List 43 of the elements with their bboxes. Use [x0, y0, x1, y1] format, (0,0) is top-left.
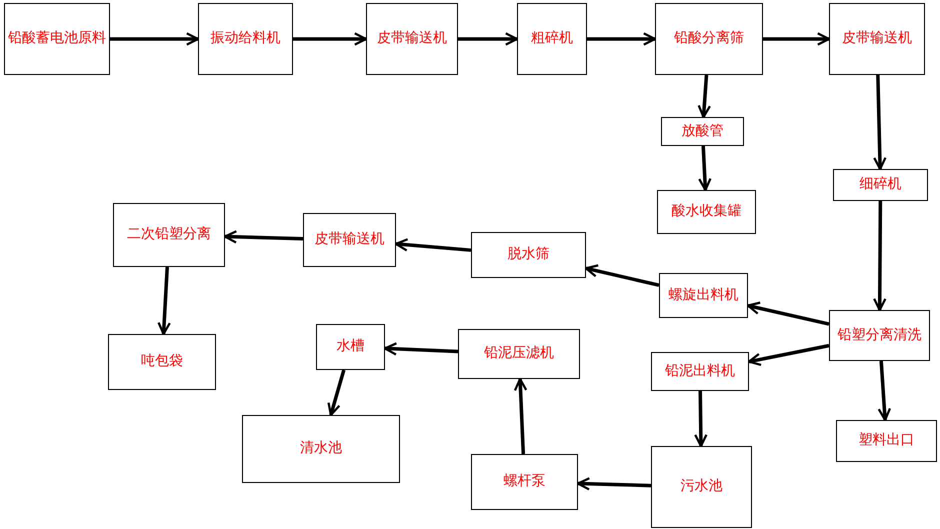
arrow: [458, 32, 518, 46]
process-box: 污水池: [651, 446, 752, 528]
process-box: 塑料出口: [836, 420, 937, 462]
process-box: 铅泥出料机: [651, 352, 749, 391]
process-box: 铅塑分离清洗: [829, 310, 930, 361]
process-box: 铅泥压滤机: [458, 329, 580, 379]
process-box: 清水池: [242, 415, 400, 483]
process-box: 脱水筛: [471, 232, 586, 278]
arrow: [110, 32, 200, 46]
process-box: 水槽: [316, 324, 385, 370]
arrow: [878, 360, 892, 422]
arrow: [584, 264, 660, 287]
arrow: [873, 200, 886, 312]
process-box: 振动给料机: [198, 3, 293, 75]
arrow: [384, 342, 458, 356]
process-box: 皮带输送机: [829, 3, 925, 75]
arrow: [587, 32, 656, 46]
arrow: [748, 344, 830, 366]
process-box: 细碎机: [833, 169, 928, 201]
process-box: 二次铅塑分离: [113, 203, 225, 267]
process-box: 粗碎机: [517, 3, 587, 75]
process-box: 吨包袋: [108, 334, 216, 390]
arrow: [763, 32, 830, 46]
arrow: [394, 238, 472, 252]
process-box: 皮带输送机: [303, 213, 396, 267]
process-box: 皮带输送机: [366, 3, 458, 75]
process-box: 放酸管: [661, 117, 744, 146]
arrow: [873, 74, 887, 170]
arrow: [327, 370, 346, 416]
arrow: [157, 266, 171, 336]
arrow: [746, 302, 830, 326]
process-box: 铅酸分离筛: [655, 3, 763, 75]
process-box: 酸水收集罐: [657, 190, 756, 234]
arrow: [698, 146, 712, 192]
process-box: 铅酸蓄电池原料: [4, 3, 110, 75]
arrow: [514, 378, 528, 454]
arrow: [694, 390, 708, 448]
arrow: [224, 230, 304, 244]
process-box: 螺杆泵: [471, 454, 578, 510]
arrow: [293, 32, 368, 46]
arrow: [576, 477, 652, 491]
arrow: [698, 74, 711, 118]
process-box: 螺旋出料机: [659, 273, 748, 318]
